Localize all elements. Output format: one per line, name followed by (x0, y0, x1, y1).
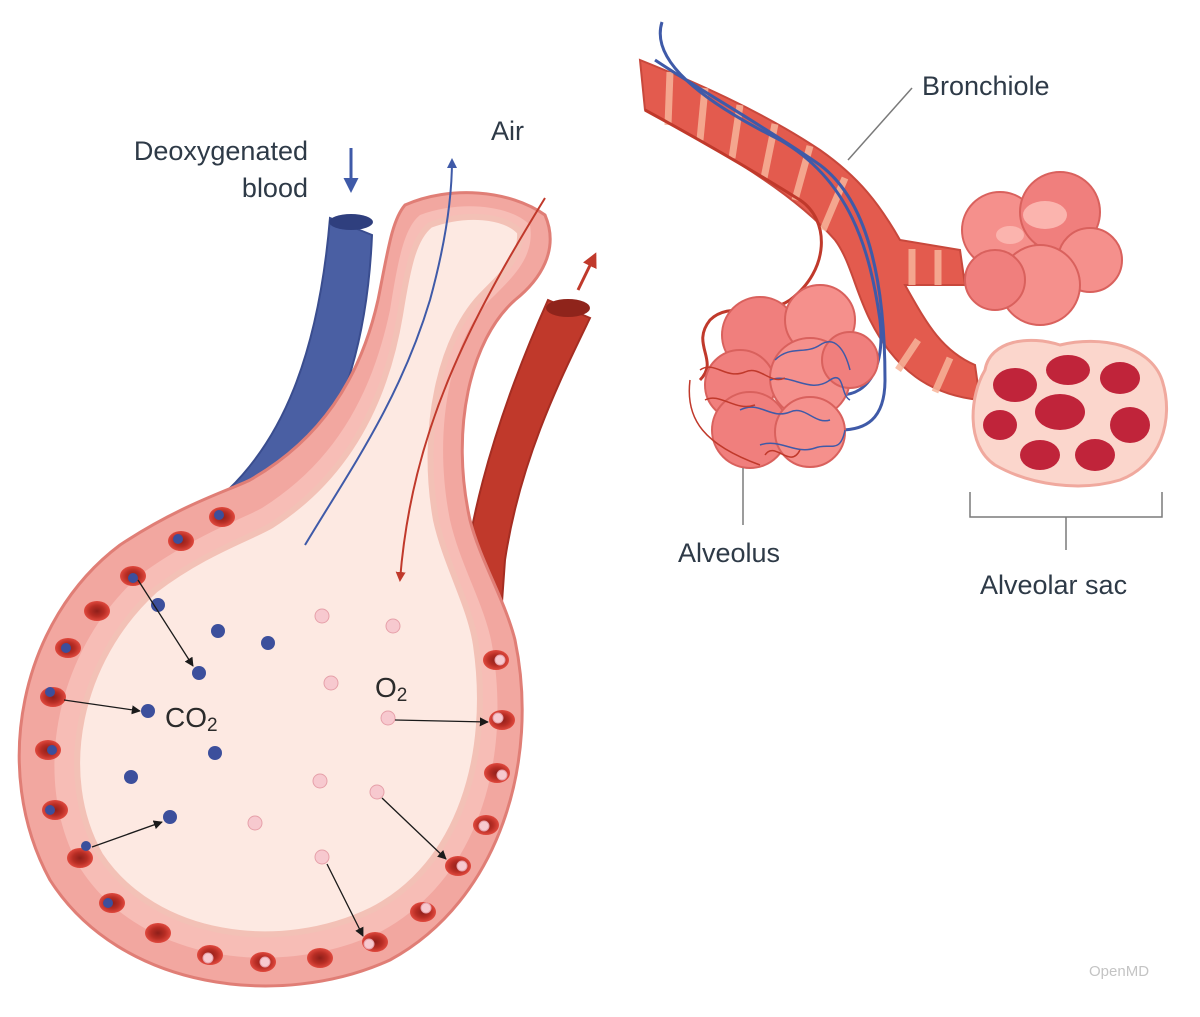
vessel-opening-red (546, 299, 590, 317)
bronchiole-tree (640, 22, 1167, 550)
bronchiole-label: Bronchiole (922, 70, 1050, 103)
air-label: Air (491, 115, 524, 148)
vessel-opening-blue (329, 214, 373, 230)
oxygenated-arrow-icon (578, 255, 595, 290)
watermark: OpenMD (1089, 963, 1149, 980)
bronchiole-leader-line (848, 88, 912, 160)
alveolus-label: Alveolus (678, 537, 780, 570)
deoxygenated-label-line1: Deoxygenated (96, 135, 308, 168)
alveolar-sac-label: Alveolar sac (980, 569, 1127, 602)
o2-label: O2 (375, 672, 407, 712)
alveolar-sac-open (973, 340, 1166, 486)
alveolar-sac-intact (962, 172, 1122, 325)
alveolus-cluster (689, 285, 878, 468)
deoxygenated-label-line2: blood (96, 172, 308, 205)
alveolus-cross-section (19, 148, 595, 986)
alveolar-sac-bracket (970, 492, 1162, 550)
co2-label: CO2 (165, 702, 218, 742)
